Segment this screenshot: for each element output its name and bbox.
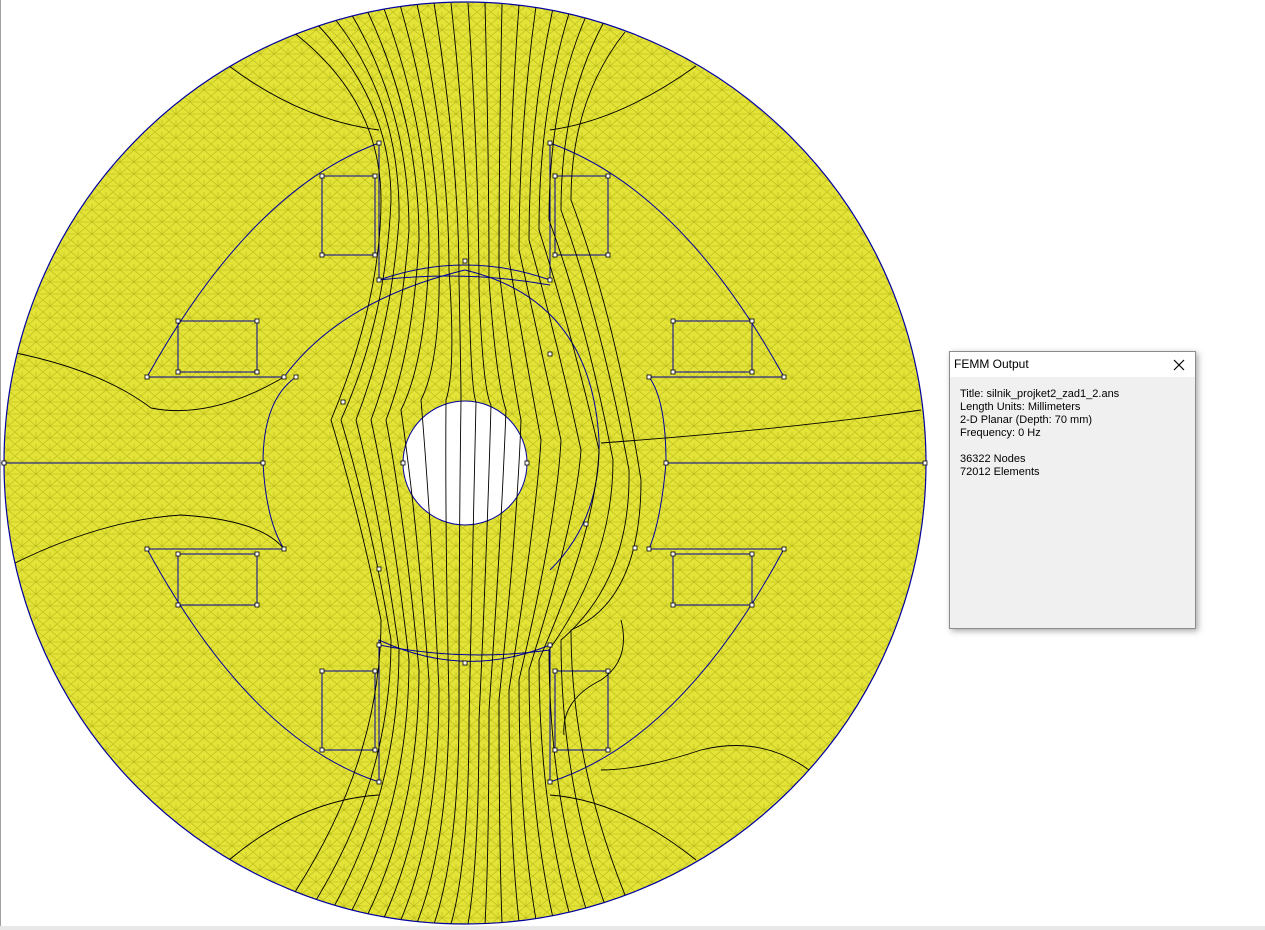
geometry-lines: [1, 142, 926, 783]
femm-output-window[interactable]: FEMM Output Title: silnik_projket2_zad1_…: [949, 351, 1196, 629]
output-line-title: Title: silnik_projket2_zad1_2.ans: [960, 388, 1120, 400]
output-line-elements: 72012 Elements: [960, 466, 1040, 478]
output-window-content: Title: silnik_projket2_zad1_2.ans Length…: [960, 388, 1119, 479]
close-icon: [1173, 359, 1185, 370]
flux-lines: [10, 2, 922, 924]
output-line-problem-type: 2-D Planar (Depth: 70 mm): [960, 414, 1093, 426]
output-window-titlebar[interactable]: FEMM Output: [950, 352, 1195, 377]
geometry-nodes: [1, 140, 928, 785]
output-line-frequency: Frequency: 0 Hz: [960, 427, 1041, 439]
shaft-hole: [402, 400, 528, 526]
output-line-nodes: 36322 Nodes: [960, 453, 1026, 465]
output-window-title: FEMM Output: [954, 357, 1029, 371]
close-button[interactable]: [1163, 352, 1195, 377]
coil-slots: [177, 175, 753, 751]
output-line-length-units: Length Units: Millimeters: [960, 401, 1081, 413]
status-strip: [0, 926, 1265, 930]
